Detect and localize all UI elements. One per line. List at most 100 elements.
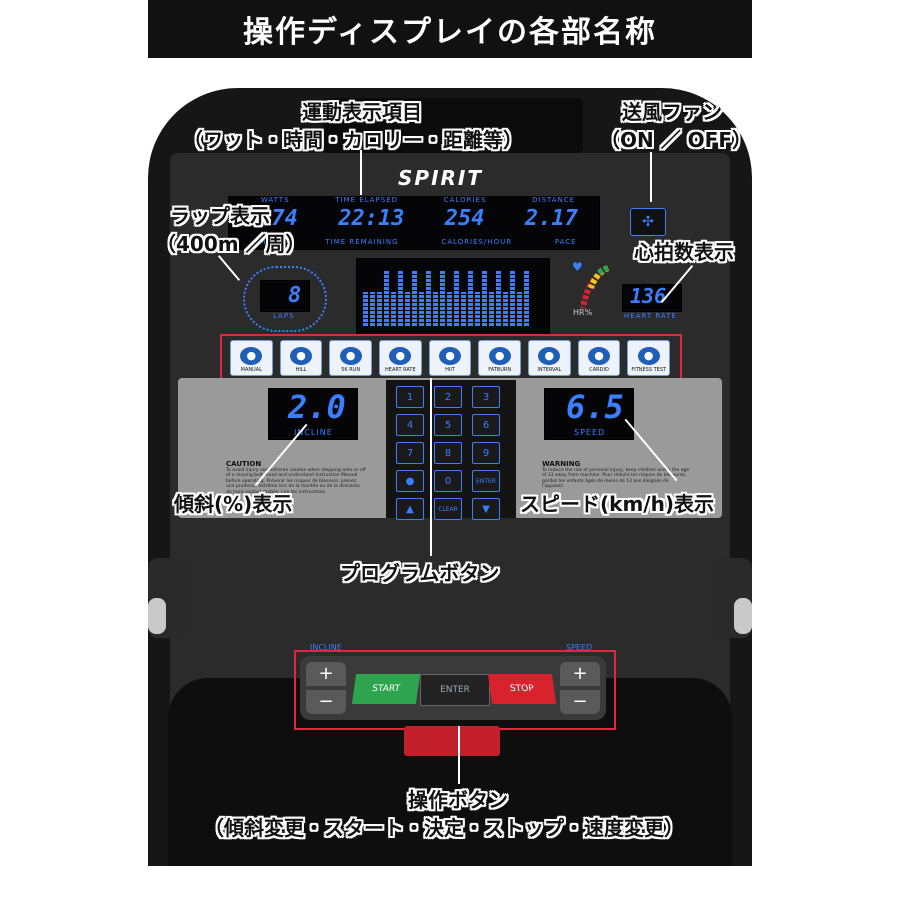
callout-fan-detail: （ON ／ OFF） [600,128,752,152]
fan-button[interactable]: ✣ [630,208,666,236]
program-button-manual[interactable]: ●MANUAL [230,340,273,376]
speed-label: SPEED [574,428,606,437]
program-button-5k-run[interactable]: ● 5K RUN [329,340,373,376]
keypad-key[interactable]: 2 [434,386,462,408]
keypad-key[interactable]: ● [396,470,424,492]
program-button-hiit[interactable]: ●HIIT [428,340,472,376]
keypad-key[interactable]: 1 [396,386,424,408]
timer-icon: ● [439,347,462,365]
caution-text: To avoid injury use extreme caution when… [226,468,366,495]
lower-incline-label: INCLINE [310,643,342,652]
metrics-bottom-labels: METS TIME REMAINING CALORIES/HOUR PACE [238,238,598,246]
graph-column [433,292,438,326]
metrics-top-labels: WATTS TIME ELAPSED CALORIES DISTANCE [238,196,598,204]
graph-column [412,271,417,326]
speed-value: 6.5 [566,388,624,426]
keypad-key[interactable]: ▼ [472,498,500,520]
graph-column [370,292,375,326]
metric-label: METS [259,238,283,246]
metrics-display [228,196,600,250]
program-button-label: HILL [295,367,307,373]
right-handle-metal [734,598,752,634]
laps-track [243,266,327,332]
warning-text: To reduce the risk of personal injury, k… [542,468,690,490]
graph-column [377,292,382,326]
caution-title: CAUTION [226,460,262,468]
bars-icon: ● [538,347,561,365]
callout-exercise-items-detail: （ワット・時間・カロリー・距離等） [183,128,523,152]
fan-icon: ✣ [642,214,654,230]
callout-heart-rate: 心拍数表示 [634,240,734,264]
program-button-hill[interactable]: ●HILL [279,340,323,376]
heart-icon: ● [389,347,412,365]
runner-icon: ● [339,347,362,365]
stop-button[interactable]: STOP [487,674,557,704]
program-button-fatburn[interactable]: ●FATBURN [478,340,522,376]
distance-value: 2.17 [524,206,578,231]
speed-plus-button[interactable]: + [560,662,600,686]
graph-column [468,271,473,326]
graph-column [510,271,515,326]
graph-column [482,271,487,326]
metric-label: CALORIES [443,196,487,204]
keypad-key[interactable]: ENTER [472,470,500,492]
keypad-key[interactable]: CLEAR [434,498,462,520]
warning-notice: WARNING To reduce the risk of personal i… [542,460,692,490]
callout-program-buttons: プログラムボタン [340,561,500,585]
graph-column [440,271,445,326]
callout-operation: 操作ボタン [408,788,508,812]
keypad-key[interactable]: 6 [472,414,500,436]
keypad-key[interactable]: 5 [434,414,462,436]
graph-column [503,292,508,326]
incline-minus-button[interactable]: − [306,690,346,714]
keypad-key[interactable]: ▲ [396,498,424,520]
incline-plus-button[interactable]: + [306,662,346,686]
graph-column [461,292,466,326]
graph-column [391,292,396,326]
metric-label: CALORIES/HOUR [441,238,513,246]
keypad-key[interactable]: 9 [472,442,500,464]
enter-button[interactable]: ENTER [420,674,490,706]
graph-column [426,271,431,326]
laps-label: LAPS [273,312,295,320]
watts-value: 674 [258,206,298,231]
keypad-key[interactable]: 0 [434,470,462,492]
laps-value: 8 [288,283,302,308]
keypad-key[interactable]: 4 [396,414,424,436]
callout-incline: 傾斜(%)表示 [174,492,293,516]
keypad-key[interactable]: 7 [396,442,424,464]
pointer-program [430,378,432,556]
callout-exercise-items: 運動表示項目 [302,100,422,124]
program-button-label: 5K RUN [341,367,361,373]
keypad-key[interactable]: 3 [472,386,500,408]
top-slot [323,98,583,153]
profile-graph-bars [363,268,543,326]
callout-operation-detail: （傾斜変更・スタート・決定・ストップ・速度変更） [204,816,684,840]
program-buttons: ●MANUAL●HILL●5K RUN●HEART RATE●HIIT●FATB… [230,340,671,376]
program-button-heart-rate[interactable]: ●HEART RATE [379,340,422,376]
hr-zone-gauge [580,265,610,309]
emergency-stop-clip[interactable] [404,726,500,756]
heart-rate-value: 136 [630,284,667,308]
manual-icon: ● [240,347,263,365]
flame-icon: ● [488,347,511,365]
calories-value: 254 [444,206,485,231]
time-elapsed-value: 22:13 [338,206,405,231]
program-button-label: INTERVAL [537,367,562,373]
program-button-cardio[interactable]: ●CARDIO [577,340,621,376]
graph-column [398,271,403,326]
caution-notice: CAUTION To avoid injury use extreme caut… [226,460,366,495]
graph-column [363,292,368,326]
program-button-interval[interactable]: ● INTERVAL [528,340,571,376]
keypad-key[interactable]: 8 [434,442,462,464]
start-button[interactable]: START [351,674,421,704]
graph-column [454,271,459,326]
metric-label: PACE [554,238,577,246]
program-button-fitness-test[interactable]: ●FITNESS TEST [627,340,671,376]
metric-label: TIME REMAINING [325,238,399,246]
speed-minus-button[interactable]: − [560,690,600,714]
heart-icon: ♥ [572,260,583,274]
pointer-exercise-items [360,150,362,195]
graph-column [489,292,494,326]
